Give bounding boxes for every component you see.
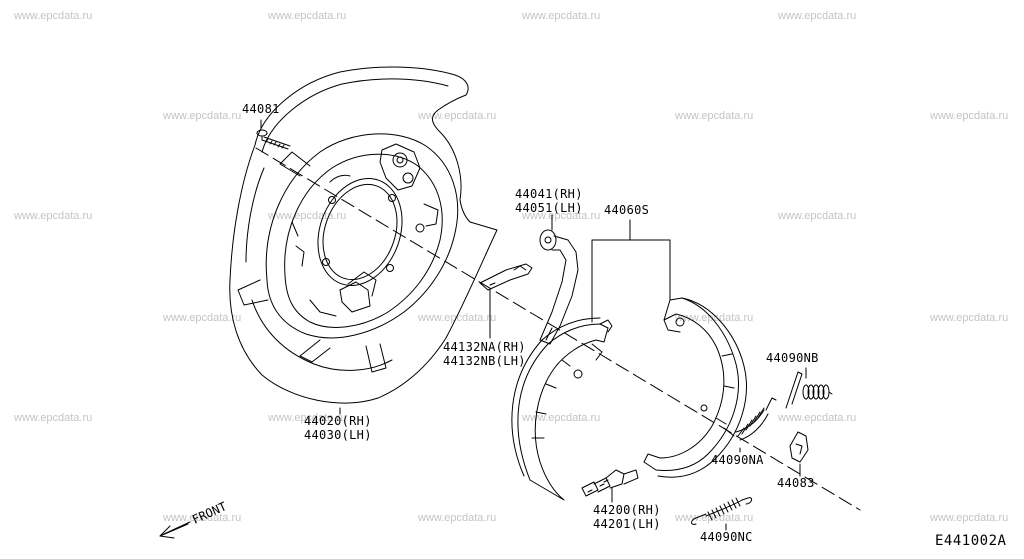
watermark: www.epcdata.ru: [268, 10, 347, 22]
part-number: 44060S: [604, 203, 650, 217]
watermark: www.epcdata.ru: [522, 10, 601, 22]
watermark: www.epcdata.ru: [163, 110, 242, 122]
part-label-upper-spring: 44090NB: [766, 351, 819, 365]
watermark: www.epcdata.ru: [675, 512, 754, 524]
watermark: www.epcdata.ru: [522, 412, 601, 424]
watermark: www.epcdata.ru: [930, 312, 1009, 324]
adjuster-drawing: [581, 469, 639, 497]
back-plate-drawing: [229, 66, 498, 404]
watermark: www.epcdata.ru: [522, 210, 601, 222]
part-number: 44201(LH): [593, 517, 661, 531]
figure-code: E441002A: [935, 533, 1007, 549]
part-number: 44041(RH): [515, 187, 583, 201]
part-number: 44090NC: [700, 530, 753, 544]
watermark: www.epcdata.ru: [418, 512, 497, 524]
watermark: www.epcdata.ru: [14, 210, 93, 222]
part-number: 44090NA: [711, 453, 764, 467]
front-shoe-drawing: [511, 317, 613, 501]
watermark: www.epcdata.ru: [268, 210, 347, 222]
return-spring-drawing: [723, 397, 777, 441]
watermark: www.epcdata.ru: [778, 412, 857, 424]
front-arrow-icon: [159, 521, 191, 539]
watermark: www.epcdata.ru: [778, 10, 857, 22]
watermark: www.epcdata.ru: [778, 210, 857, 222]
part-label-shoe-set: 44060S: [604, 203, 649, 217]
watermark: www.epcdata.ru: [418, 312, 497, 324]
watermark: www.epcdata.ru: [930, 512, 1009, 524]
watermark: www.epcdata.ru: [268, 412, 347, 424]
part-number: 44200(RH): [593, 503, 661, 517]
part-label-toggle-lever: 44041(RH) 44051(LH): [515, 187, 583, 215]
toggle-lever-drawing: [539, 229, 579, 345]
part-label-return-spring: 44090NA: [711, 453, 764, 467]
part-number: 44020(RH): [304, 414, 372, 428]
part-number: 44051(LH): [515, 201, 583, 215]
part-number: 44090NB: [766, 351, 819, 365]
upper-spring-drawing: [785, 371, 833, 409]
part-label-strut: 44132NA(RH) 44132NB(LH): [443, 340, 526, 368]
lower-spring-drawing: [691, 497, 753, 525]
part-number: 44132NB(LH): [443, 354, 526, 368]
watermark: www.epcdata.ru: [930, 110, 1009, 122]
strut-drawing: [479, 263, 533, 291]
watermark: www.epcdata.ru: [418, 110, 497, 122]
bolt-drawing: [256, 129, 291, 150]
part-label-lower-spring: 44090NC: [700, 530, 753, 544]
leader-lines: [260, 119, 807, 531]
part-number: 44030(LH): [304, 428, 372, 442]
assembly-axis-line: [255, 147, 861, 511]
watermark: www.epcdata.ru: [14, 412, 93, 424]
watermark: www.epcdata.ru: [163, 312, 242, 324]
watermark: www.epcdata.ru: [163, 512, 242, 524]
part-label-adjuster: 44200(RH) 44201(LH): [593, 503, 661, 531]
part-label-clip: 44083: [777, 476, 815, 490]
watermark: www.epcdata.ru: [14, 10, 93, 22]
clip-drawing: [789, 431, 809, 463]
part-label-back-plate: 44020(RH) 44030(LH): [304, 414, 372, 442]
rear-shoe-drawing: [643, 297, 747, 478]
watermark: www.epcdata.ru: [675, 110, 754, 122]
part-number: 44081: [242, 102, 280, 116]
part-number: 44083: [777, 476, 815, 490]
part-label-bolt: 44081: [242, 102, 280, 116]
part-number: 44132NA(RH): [443, 340, 526, 354]
